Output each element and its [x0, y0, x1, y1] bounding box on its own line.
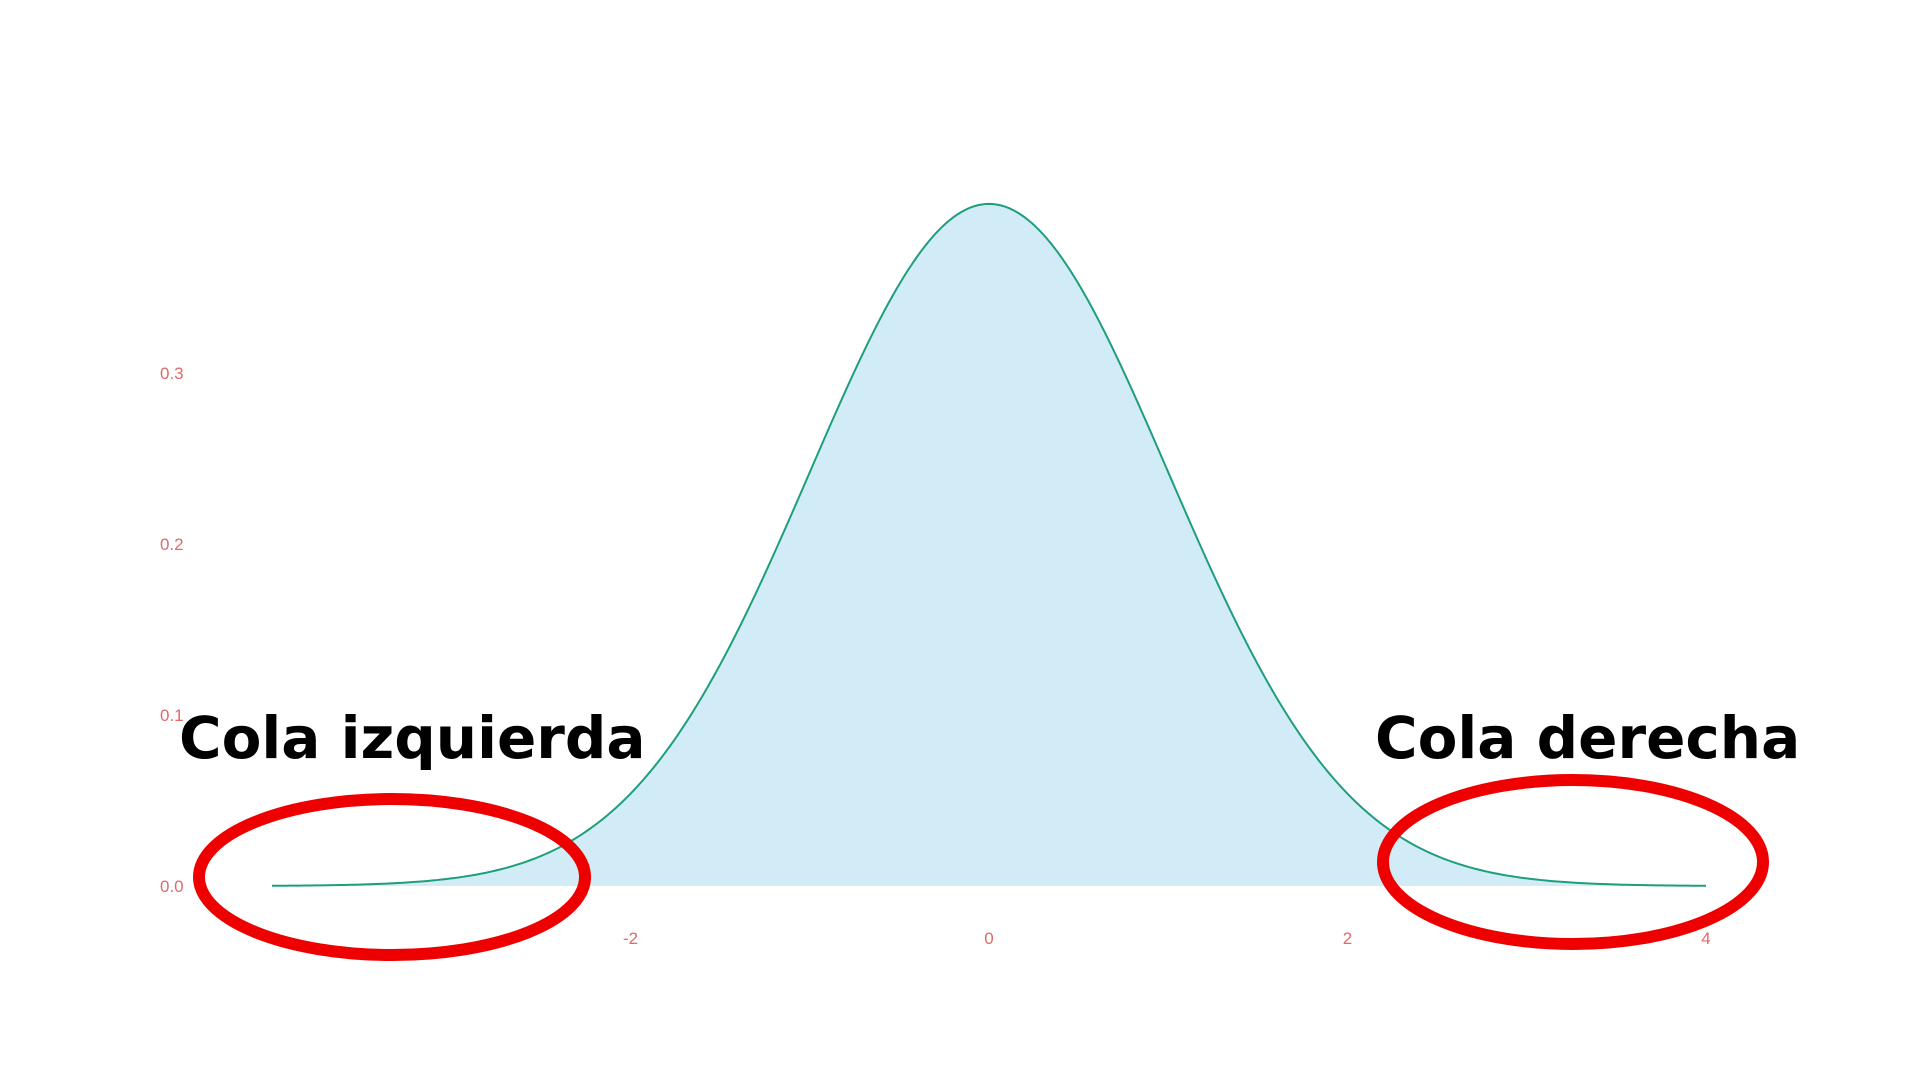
y-tick-label: 0.1	[160, 706, 184, 725]
x-tick-label: 0	[984, 929, 993, 948]
x-tick-label: -2	[623, 929, 638, 948]
right-tail-label: Cola derecha	[1375, 704, 1800, 772]
y-tick-label: 0.2	[160, 535, 184, 554]
x-tick-label: 2	[1343, 929, 1352, 948]
x-axis-ticks: -2 0 2 4	[623, 929, 1711, 948]
right-tail-highlight-circle	[1377, 774, 1769, 950]
density-area-fill	[272, 203, 1706, 886]
tail-annotations: Cola izquierda Cola derecha	[179, 704, 1800, 961]
plot-area	[271, 202, 1707, 887]
left-tail-label: Cola izquierda	[179, 704, 646, 772]
y-tick-label: 0.0	[160, 877, 184, 896]
left-tail-highlight-circle	[193, 793, 591, 961]
x-tick-label: 4	[1701, 929, 1710, 948]
y-tick-label: 0.3	[160, 364, 184, 383]
y-axis-ticks: 0.0 0.1 0.2 0.3	[160, 364, 184, 896]
density-curve-line	[271, 202, 1707, 887]
